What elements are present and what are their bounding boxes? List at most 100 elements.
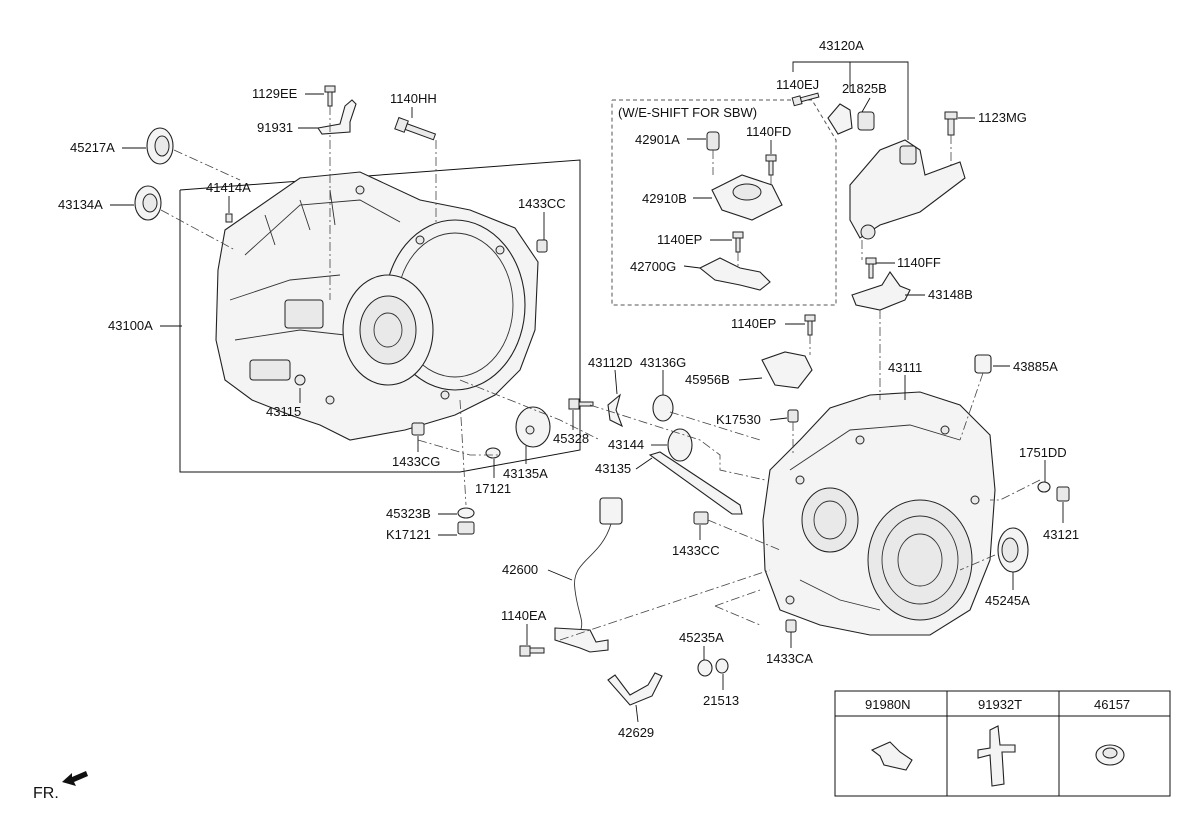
washer-1751DD — [1037, 481, 1051, 493]
label-1140EA: 1140EA — [501, 608, 547, 623]
e-shift-dashed-box — [611, 99, 837, 306]
bolt-1129EE — [324, 85, 336, 107]
label-21825B: 21825B — [842, 81, 887, 96]
front-label: FR. — [33, 785, 59, 802]
label-43148B: 43148B — [928, 287, 973, 302]
label-1140EP-lower: 1140EP — [731, 316, 776, 331]
label-43134A: 43134A — [58, 197, 103, 212]
harness-42600 — [554, 497, 623, 653]
seal-17121 — [485, 447, 501, 459]
bracket-91931 — [317, 99, 357, 135]
bolt-1140FF — [865, 257, 877, 279]
seal-43144 — [667, 428, 693, 462]
left-housing-group — [134, 85, 581, 535]
seal-43134A — [134, 185, 162, 221]
legend-header-46157: 46157 — [1094, 697, 1130, 712]
pin-1433CC — [536, 239, 548, 253]
sleeve-42901A — [706, 131, 720, 151]
transmission-case-group — [519, 314, 1070, 706]
label-43121: 43121 — [1043, 527, 1079, 542]
pin-1433CG — [411, 422, 425, 436]
seal-45217A — [146, 127, 174, 165]
washer-21513 — [715, 658, 729, 674]
bolt-1140EP-upper — [732, 231, 744, 253]
bolt-1140FD — [765, 154, 777, 176]
label-43120A: 43120A — [819, 38, 864, 53]
label-91931: 91931 — [257, 120, 293, 135]
label-1123MG: 1123MG — [978, 110, 1027, 125]
bracket-21825B — [827, 103, 853, 135]
bolt-1140EP-lower — [804, 314, 816, 336]
legend-clip-91980N — [870, 741, 913, 771]
label-K17530: K17530 — [716, 412, 761, 427]
shaft-43135 — [648, 451, 743, 515]
pin-41414A — [225, 213, 233, 223]
bolt-1140EJ — [791, 92, 820, 107]
part-labels: 43120A 1140EJ 21825B 1123MG 1129EE 1140H… — [58, 38, 1079, 740]
label-45323B: 45323B — [386, 506, 431, 521]
label-43115: 43115 — [266, 404, 301, 419]
label-45245A: 45245A — [985, 593, 1030, 608]
label-42901A: 42901A — [635, 132, 680, 147]
label-45235A: 45235A — [679, 630, 724, 645]
bracket-43148B — [851, 271, 911, 311]
bolt-1140HH — [394, 116, 437, 141]
pin-1433CA — [785, 619, 797, 633]
e-shift-group — [611, 99, 837, 306]
bolt-1140EA — [519, 645, 545, 657]
pin-1433CC-lower — [693, 511, 709, 525]
cover-43135A — [515, 406, 551, 448]
label-21513: 21513 — [703, 693, 739, 708]
label-1129EE: 1129EE — [252, 86, 298, 101]
label-1140EP-upper: 1140EP — [657, 232, 702, 247]
clutch-housing-43115 — [215, 171, 539, 441]
label-43111: 43111 — [888, 360, 922, 375]
label-1751DD: 1751DD — [1019, 445, 1067, 460]
assembly-lines — [160, 106, 1041, 641]
label-42600: 42600 — [502, 562, 538, 577]
bracket-42629 — [607, 672, 663, 706]
label-42910B: 42910B — [642, 191, 687, 206]
legend-header-91932T: 91932T — [978, 697, 1022, 712]
label-1140HH: 1140HH — [390, 91, 437, 106]
label-43100A: 43100A — [108, 318, 153, 333]
legend-table-frame — [834, 690, 1171, 797]
label-e-shift-note: (W/E-SHIFT FOR SBW) — [618, 105, 757, 120]
case-43111 — [762, 391, 996, 636]
clip-43112D — [607, 393, 624, 428]
bushing-21825B — [857, 111, 875, 131]
label-43136G: 43136G — [640, 355, 686, 370]
label-45328: 45328 — [553, 431, 589, 446]
sensor-K17530 — [787, 409, 799, 423]
front-direction-indicator: FR. — [33, 771, 88, 802]
label-1433CC-lower: 1433CC — [672, 543, 720, 558]
mount-43120A — [849, 139, 966, 240]
label-1140FD: 1140FD — [746, 124, 791, 139]
leader-lines — [110, 93, 1064, 723]
plug-43121 — [1056, 486, 1070, 502]
label-1433CG: 1433CG — [392, 454, 440, 469]
sleeve-45235A — [697, 659, 713, 677]
leader-43120A — [792, 61, 909, 140]
label-41414A: 41414A — [206, 180, 251, 195]
legend-table: 91980N 91932T 46157 — [834, 690, 1171, 797]
bolt-45328 — [568, 398, 594, 410]
front-arrow-icon — [62, 771, 88, 786]
label-45956B: 45956B — [685, 372, 730, 387]
label-42700G: 42700G — [630, 259, 676, 274]
label-1433CA: 1433CA — [766, 651, 813, 666]
washer-45323B — [457, 507, 475, 519]
seal-45245A — [997, 527, 1029, 573]
label-43885A: 43885A — [1013, 359, 1058, 374]
label-43144: 43144 — [608, 437, 644, 452]
plug-K17121 — [457, 521, 475, 535]
legend-bracket-91932T — [977, 725, 1016, 787]
label-43135A: 43135A — [503, 466, 548, 481]
sensor-42700G — [698, 257, 771, 291]
label-1140FF: 1140FF — [897, 255, 941, 270]
actuator-42910B — [711, 174, 783, 221]
legend-grommet-46157 — [1095, 744, 1125, 766]
label-42629: 42629 — [618, 725, 654, 740]
bolt-1123MG — [944, 111, 958, 136]
